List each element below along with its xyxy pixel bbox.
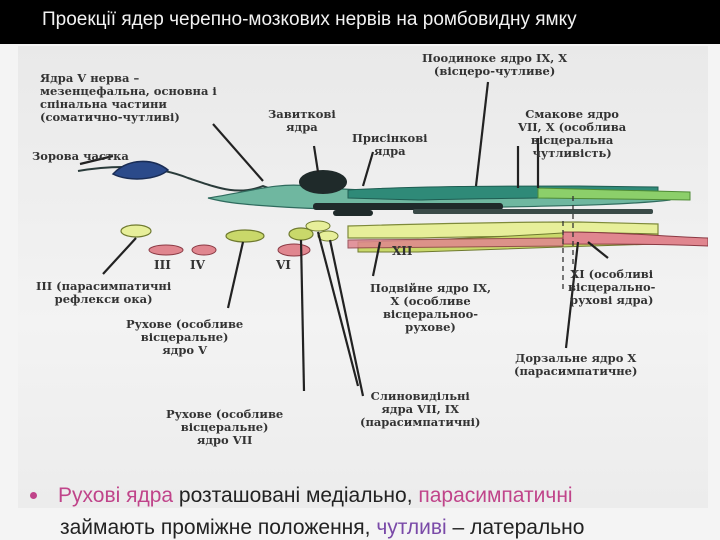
slide-body: Поодиноке ядро IX, X (вісцеро-чутливе) Я… bbox=[0, 44, 720, 540]
title-bar: Проекції ядер черепно-мозкових нервів на… bbox=[0, 0, 720, 44]
bullet-line-2: займають проміжне положення, чутливі – л… bbox=[60, 516, 584, 540]
visual-lobe bbox=[111, 160, 170, 180]
label-gustatory: Смакове ядро VII, X (особлива вісцеральн… bbox=[518, 107, 627, 160]
diagram-photo: Поодиноке ядро IX, X (вісцеро-чутливе) Я… bbox=[18, 46, 708, 508]
ambiguus-band bbox=[562, 231, 708, 247]
dark-band-1 bbox=[313, 203, 503, 210]
label-dorsal10: Дорзальне ядро X (парасимпатичне) bbox=[514, 351, 638, 378]
roman-vi: VI bbox=[276, 258, 291, 272]
hypoglossal-band bbox=[347, 237, 564, 249]
bullet-text-3: – латерально bbox=[446, 516, 585, 539]
bullet-sens-term: чутливі bbox=[376, 516, 447, 539]
bullet-dot bbox=[30, 492, 37, 499]
label-xi: XI (особливі вісцерально- рухові ядра) bbox=[568, 267, 656, 307]
label-motor5: Рухове (особливе вісцеральне) ядро V bbox=[126, 317, 244, 357]
nucleus-iii bbox=[148, 244, 184, 256]
gustatory-band bbox=[537, 187, 691, 201]
nuclei-diagram bbox=[77, 81, 708, 397]
label-salivatory: Слиновидільні ядра VII, IX (парасимпатич… bbox=[360, 389, 481, 429]
bullet-motor-term: Рухові ядра bbox=[58, 484, 174, 507]
dark-band-2 bbox=[333, 210, 373, 216]
nucleus-v-motor bbox=[225, 229, 265, 243]
label-ambiguus: Подвійне ядро IX, X (особливе вісцеральн… bbox=[370, 281, 492, 334]
label-visual: Зорова частка bbox=[32, 149, 129, 163]
salivatory-oval-1 bbox=[305, 220, 331, 232]
bullet-para-term: парасимпатичні bbox=[418, 484, 573, 507]
dark-band-3 bbox=[413, 209, 653, 214]
nucleus-iv bbox=[191, 244, 217, 256]
label-solitary: Поодиноке ядро IX, X (вісцеро-чутливе) bbox=[422, 51, 568, 78]
slide-title: Проекції ядер черепно-мозкових нервів на… bbox=[42, 9, 577, 30]
label-vestibular: Завиткові ядра bbox=[268, 107, 336, 134]
bullet-text-1: розташовані медіально, bbox=[173, 484, 419, 507]
vestibular-nucleus bbox=[299, 170, 347, 194]
roman-iv: IV bbox=[190, 258, 205, 272]
nucleus-vi bbox=[277, 243, 311, 257]
nucleus-iii-para bbox=[120, 224, 152, 238]
label-cochlear: Присінкові ядра bbox=[352, 131, 428, 158]
roman-xii: XII bbox=[392, 244, 413, 258]
label-nerve5: Ядра V нерва – мезенцефальна, основна і … bbox=[40, 71, 217, 124]
pointer-lines bbox=[79, 81, 609, 397]
roman-iii: III bbox=[154, 258, 171, 272]
bullet-line-1: Рухові ядра розташовані медіально, парас… bbox=[58, 484, 573, 508]
label-motor7: Рухове (особливе вісцеральне) ядро VII bbox=[166, 407, 284, 447]
label-iii: III (парасимпатичні рефлекси ока) bbox=[36, 279, 172, 306]
bullet-text-2: займають проміжне положення, bbox=[60, 516, 377, 539]
